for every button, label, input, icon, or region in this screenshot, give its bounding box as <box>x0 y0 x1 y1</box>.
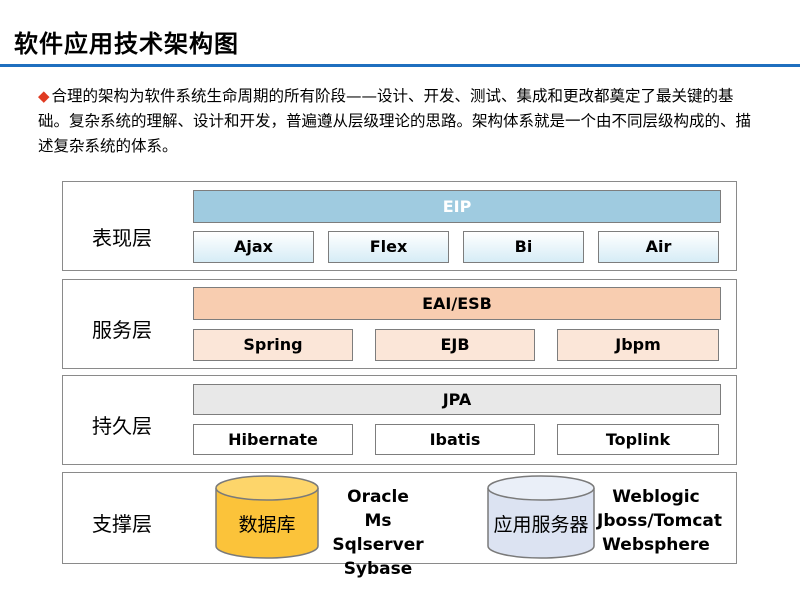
database-item-oracle: Oracle <box>347 487 409 507</box>
intro-paragraph: ◆合理的架构为软件系统生命周期的所有阶段——设计、开发、测试、集成和更改都奠定了… <box>38 84 758 159</box>
database-cylinder-icon <box>215 475 319 559</box>
page-title: 软件应用技术架构图 <box>14 30 239 58</box>
air-cell: Air <box>598 231 719 263</box>
app-server-label: 应用服务器 <box>493 514 589 536</box>
app-server-item-weblogic: Weblogic <box>612 487 700 507</box>
app-server-item-jboss-tomcat: Jboss/Tomcat <box>597 511 723 531</box>
bullet-diamond-icon: ◆ <box>38 87 50 105</box>
app-server-list: Weblogic Jboss/Tomcat Websphere <box>597 485 723 557</box>
bi-cell: Bi <box>463 231 584 263</box>
toplink-cell: Toplink <box>557 424 719 455</box>
support-layer <box>62 472 737 564</box>
app-server-item-websphere: Websphere <box>602 535 710 555</box>
eip-bar: EIP <box>193 190 721 223</box>
eai-esb-bar: EAI/ESB <box>193 287 721 320</box>
ajax-cell: Ajax <box>193 231 314 263</box>
presentation-layer-label: 表现层 <box>92 226 152 250</box>
title-underline <box>0 64 800 67</box>
database-label: 数据库 <box>238 514 296 536</box>
spring-cell: Spring <box>193 329 353 361</box>
database-item-sybase: Sybase <box>343 559 413 579</box>
jbpm-cell: Jbpm <box>557 329 719 361</box>
jpa-bar: JPA <box>193 384 721 415</box>
database-list: Oracle Ms Sqlserver Sybase <box>318 485 438 581</box>
ibatis-cell: Ibatis <box>375 424 535 455</box>
hibernate-cell: Hibernate <box>193 424 353 455</box>
app-server-cylinder-icon <box>487 475 595 559</box>
database-item-sqlserver: Ms Sqlserver <box>332 511 424 555</box>
persistence-layer-label: 持久层 <box>92 414 152 438</box>
service-layer-label: 服务层 <box>92 318 152 342</box>
flex-cell: Flex <box>328 231 449 263</box>
ejb-cell: EJB <box>375 329 535 361</box>
intro-text: 合理的架构为软件系统生命周期的所有阶段——设计、开发、测试、集成和更改都奠定了最… <box>38 87 752 155</box>
support-layer-label: 支撑层 <box>92 512 152 536</box>
